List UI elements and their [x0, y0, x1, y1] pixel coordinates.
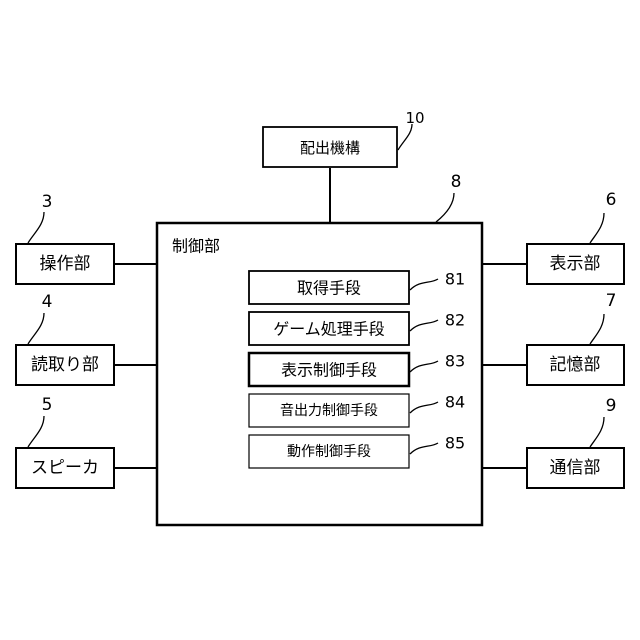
unit-label: 読取り部	[31, 355, 99, 375]
controller-node: 制御部 8	[157, 172, 482, 525]
function-ref-number: 84	[445, 393, 465, 412]
unit-label: スピーカ	[31, 458, 99, 478]
dispenser-ref-number: 10	[405, 109, 424, 127]
controller-label: 制御部	[172, 237, 220, 256]
function-label: 取得手段	[297, 279, 361, 298]
function-ref-number: 85	[445, 434, 465, 453]
unit-label: 表示部	[550, 254, 601, 274]
unit-ref-number: 7	[606, 291, 617, 311]
function-ref-number: 83	[445, 352, 465, 371]
controller-ref-number: 8	[451, 172, 462, 192]
dispenser-label: 配出機構	[300, 139, 360, 157]
unit-ref-number: 3	[42, 192, 53, 212]
unit-label: 記憶部	[550, 355, 601, 375]
function-label: 音出力制御手段	[280, 402, 378, 419]
function-ref-number: 81	[445, 270, 465, 289]
unit-ref-number: 6	[606, 190, 617, 210]
unit-ref-number: 5	[42, 395, 53, 415]
unit-label: 操作部	[40, 254, 91, 274]
function-label: 表示制御手段	[281, 361, 377, 380]
unit-ref-number: 4	[42, 292, 53, 312]
function-ref-number: 82	[445, 311, 465, 330]
function-label: 動作制御手段	[287, 444, 371, 460]
unit-ref-number: 9	[606, 396, 617, 416]
function-label: ゲーム処理手段	[273, 320, 385, 339]
unit-label: 通信部	[550, 458, 601, 478]
